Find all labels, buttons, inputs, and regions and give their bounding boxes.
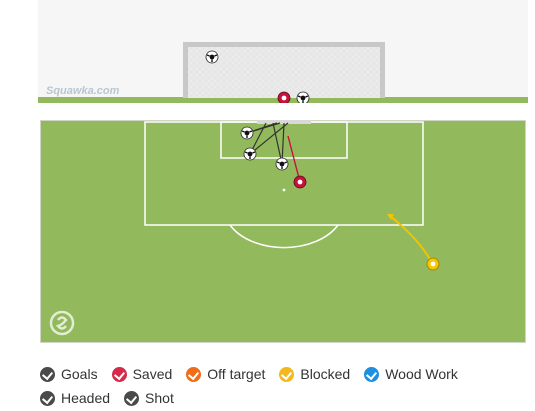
goal-view-ball-goal[interactable] <box>205 50 219 64</box>
legend: Goals Saved Off target Blocked Wood Work… <box>40 362 510 410</box>
check-icon <box>40 366 55 382</box>
legend-shot[interactable]: Shot <box>124 390 174 406</box>
goal-view-ball-goal-2[interactable] <box>296 91 310 105</box>
shot-ball-3[interactable] <box>275 157 289 171</box>
legend-label: Wood Work <box>385 366 458 382</box>
penalty-spot <box>282 188 286 192</box>
watermark-text: Squawka.com <box>46 85 120 97</box>
check-icon <box>111 366 127 382</box>
pitch-svg <box>39 119 527 344</box>
goal-view-panel: Squawka.com <box>38 0 528 105</box>
legend-row-2: Headed Shot <box>40 386 510 410</box>
legend-label: Shot <box>145 390 174 406</box>
legend-label: Headed <box>61 390 111 406</box>
check-icon <box>279 366 295 382</box>
shot-ball-1[interactable] <box>240 126 254 140</box>
legend-blocked[interactable]: Blocked <box>279 366 350 382</box>
legend-wood-work[interactable]: Wood Work <box>364 366 458 382</box>
legend-label: Off target <box>207 366 266 382</box>
goal-view-ball-saved[interactable] <box>277 91 291 105</box>
goal-mouth <box>257 120 311 124</box>
saved-ball[interactable] <box>293 175 307 189</box>
legend-saved[interactable]: Saved <box>111 366 173 382</box>
blocked-ball[interactable] <box>426 257 440 271</box>
legend-label: Saved <box>132 366 173 382</box>
pitch-view <box>39 119 527 344</box>
legend-label: Goals <box>61 366 98 382</box>
squawka-logo-icon <box>49 310 75 336</box>
check-icon <box>364 366 380 382</box>
check-icon <box>186 366 202 382</box>
legend-goals[interactable]: Goals <box>40 366 98 382</box>
shot-ball-2[interactable] <box>243 147 257 161</box>
legend-headed[interactable]: Headed <box>40 390 110 406</box>
legend-off-target[interactable]: Off target <box>186 366 265 382</box>
check-icon <box>124 390 140 406</box>
saved-shot-line <box>287 135 301 183</box>
goal-view-svg: Squawka.com <box>38 42 528 105</box>
legend-row-1: Goals Saved Off target Blocked Wood Work <box>40 362 510 386</box>
penalty-arc <box>229 224 339 249</box>
legend-label: Blocked <box>300 366 351 382</box>
check-icon <box>40 390 55 406</box>
